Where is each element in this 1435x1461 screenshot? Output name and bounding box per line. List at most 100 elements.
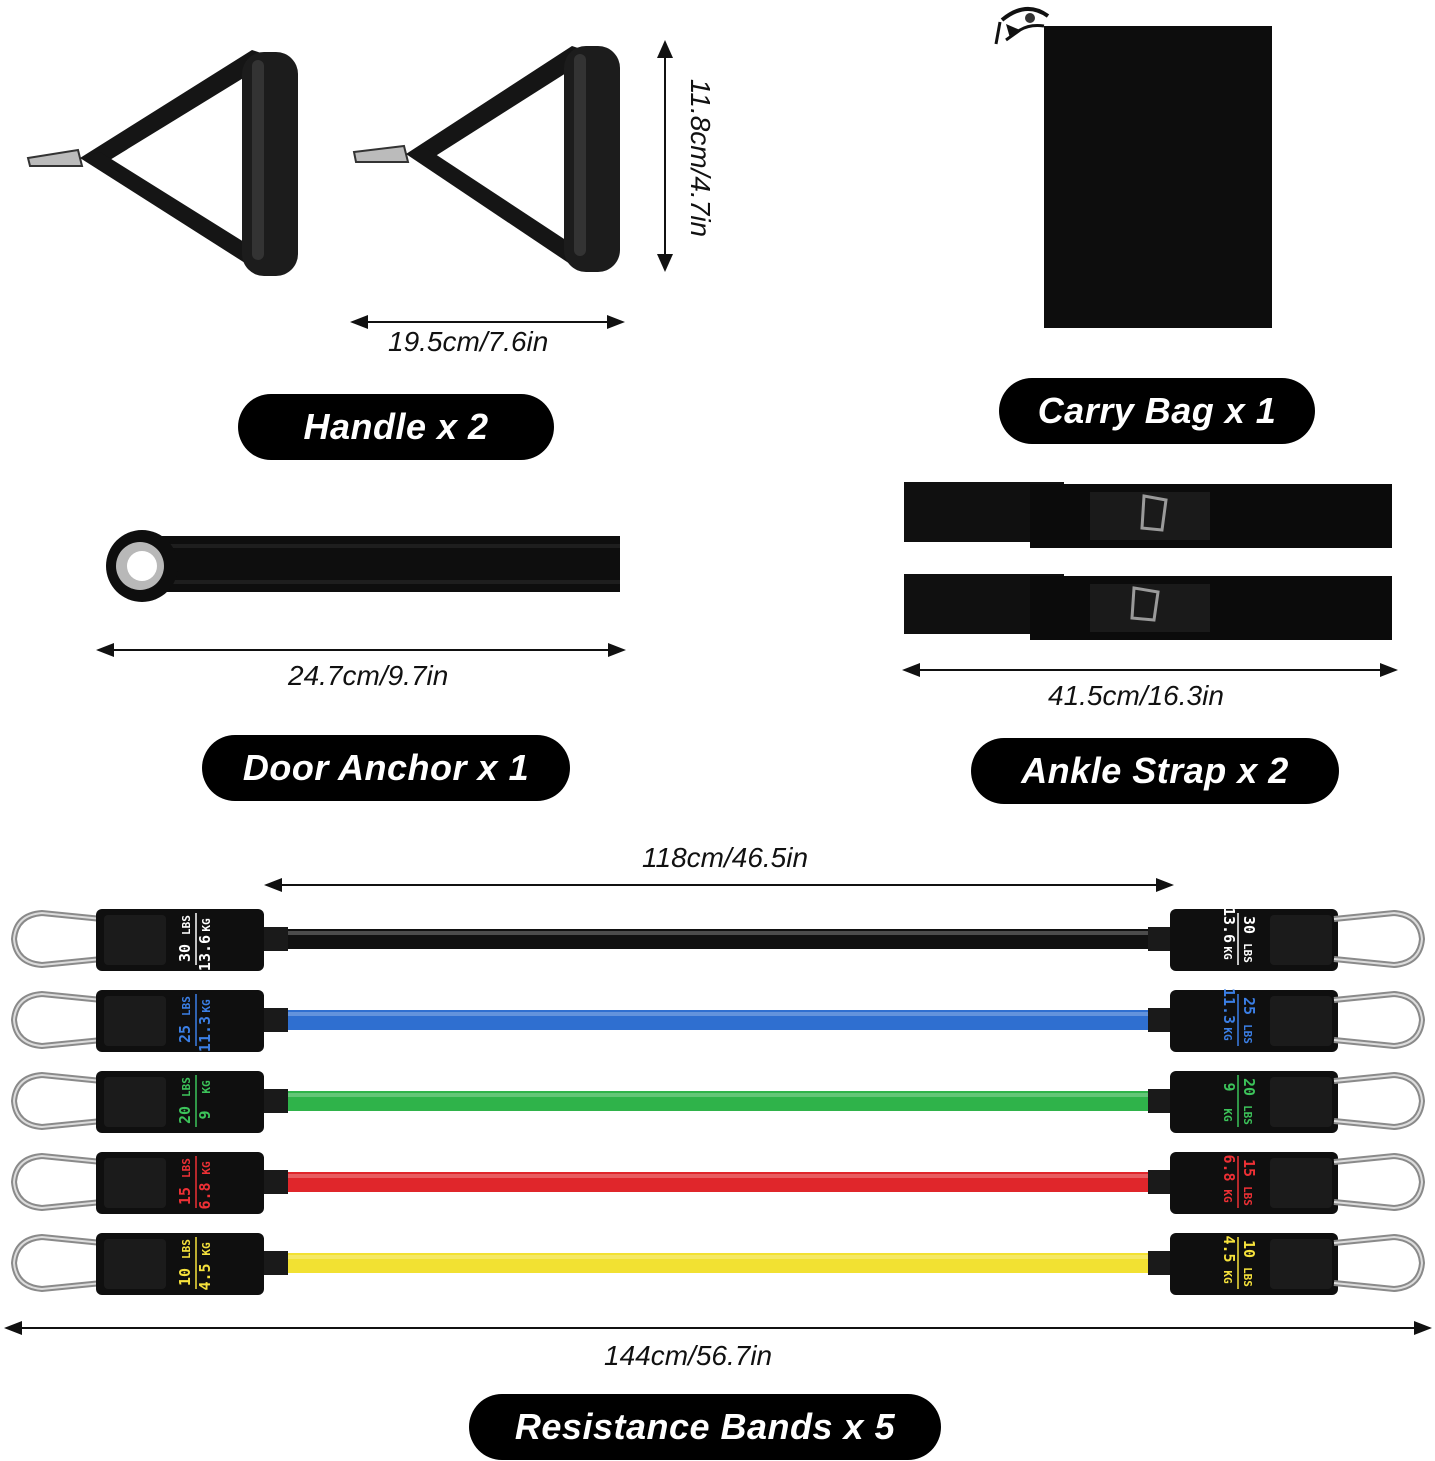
band-lbs-value: 25 — [176, 1025, 194, 1043]
total-length-dim: 144cm/56.7in — [604, 1340, 773, 1371]
band-kg-value: 9 — [1220, 1082, 1238, 1091]
band-lbs-value: 10 — [176, 1268, 194, 1286]
band-lbs-unit: LBS — [1241, 943, 1254, 963]
ankle-strap-label: Ankle Strap x 2 — [971, 738, 1339, 804]
band-kg-value: 13.6 — [196, 935, 214, 971]
carry-bag-label: Carry Bag x 1 — [999, 378, 1315, 444]
band-lbs-unit: LBS — [180, 1077, 193, 1097]
band-kg-unit: KG — [200, 1161, 213, 1175]
handle-height-arrow — [657, 40, 673, 272]
carabiner-icon — [1333, 1152, 1426, 1212]
band-lbs-unit: LBS — [180, 1158, 193, 1178]
band-end-cap — [1148, 1251, 1172, 1275]
carabiner-icon — [1333, 1233, 1426, 1293]
band-kg-unit: KG — [1221, 1108, 1234, 1122]
tube-length-arrow — [264, 878, 1174, 892]
carry-bag-illustration — [994, 7, 1272, 328]
handle-width-dim: 19.5cm/7.6in — [388, 326, 549, 357]
band-lbs-unit: LBS — [180, 996, 193, 1016]
band-end-cap — [264, 1008, 288, 1032]
band-tube — [264, 1091, 1174, 1111]
band-lbs-unit: LBS — [180, 1239, 193, 1259]
band-kg-unit: KG — [200, 999, 213, 1013]
carabiner-icon — [10, 909, 103, 969]
carabiner-icon — [1333, 909, 1426, 969]
ankle-strap-length-dim: 41.5cm/16.3in — [1048, 680, 1224, 711]
handle-illustration-left — [26, 50, 298, 276]
band-kg-unit: KG — [1221, 1270, 1234, 1284]
band-end-cap — [1148, 1008, 1172, 1032]
band-weight-label: 20 LBS 9 KG — [176, 1075, 214, 1127]
band-end-cap — [1148, 927, 1172, 951]
carabiner-icon — [10, 990, 103, 1050]
handle-width-arrow — [350, 315, 625, 329]
band-kg-unit: KG — [1221, 1189, 1234, 1203]
carabiner-icon — [10, 1071, 103, 1131]
band-lbs-value: 25 — [1240, 997, 1258, 1015]
band-kg-value: 6.8 — [196, 1182, 214, 1209]
band-lbs-unit: LBS — [1241, 1105, 1254, 1125]
band-lbs-unit: LBS — [1241, 1186, 1254, 1206]
band-kg-value: 11.3 — [1220, 988, 1238, 1024]
band-kg-unit: KG — [1221, 1027, 1234, 1041]
carabiner-icon — [10, 1233, 103, 1293]
handle-height-dim: 11.8cm/4.7in — [685, 78, 716, 238]
band-kg-value: 4.5 — [196, 1263, 214, 1290]
band-end-cap — [1148, 1170, 1172, 1194]
band-end-cap — [264, 1170, 288, 1194]
handle-illustration-right — [352, 46, 620, 272]
band-tube — [264, 1172, 1174, 1192]
carabiner-icon — [1333, 1071, 1426, 1131]
band-tube — [264, 1253, 1174, 1273]
total-length-arrow — [4, 1321, 1432, 1335]
band-end-cap — [264, 1089, 288, 1113]
band-kg-value: 4.5 — [1220, 1235, 1238, 1262]
band-kg-unit: KG — [200, 1242, 213, 1256]
ankle-strap-illustration — [904, 482, 1392, 640]
band-lbs-unit: LBS — [1241, 1024, 1254, 1044]
band-lbs-value: 20 — [176, 1106, 194, 1124]
band-end-cap — [1148, 1089, 1172, 1113]
band-lbs-unit: LBS — [180, 915, 193, 935]
band-lbs-value: 15 — [176, 1187, 194, 1205]
band-kg-value: 13.6 — [1220, 907, 1238, 943]
band-lbs-value: 15 — [1240, 1159, 1258, 1177]
band-lbs-value: 30 — [176, 944, 194, 962]
carabiner-icon — [1333, 990, 1426, 1050]
band-lbs-value: 20 — [1240, 1078, 1258, 1096]
band-end-cap — [264, 927, 288, 951]
carabiner-icon — [10, 1152, 103, 1212]
handle-label: Handle x 2 — [238, 394, 554, 460]
band-end-cap — [264, 1251, 288, 1275]
band-lbs-unit: LBS — [1241, 1267, 1254, 1287]
band-kg-unit: KG — [200, 918, 213, 932]
band-kg-unit: KG — [1221, 946, 1234, 960]
tube-length-dim: 118cm/46.5in — [642, 842, 809, 873]
band-kg-value: 11.3 — [196, 1016, 214, 1052]
band-lbs-value: 30 — [1240, 916, 1258, 934]
band-kg-value: 9 — [196, 1110, 214, 1119]
band-kg-unit: KG — [200, 1080, 213, 1094]
door-anchor-label: Door Anchor x 1 — [202, 735, 570, 801]
band-kg-value: 6.8 — [1220, 1154, 1238, 1181]
resistance-bands-label: Resistance Bands x 5 — [469, 1394, 941, 1460]
band-lbs-value: 10 — [1240, 1240, 1258, 1258]
door-anchor-length-arrow — [96, 643, 626, 657]
door-anchor-illustration — [106, 530, 620, 602]
band-tube — [264, 929, 1174, 949]
band-tube — [264, 1010, 1174, 1030]
